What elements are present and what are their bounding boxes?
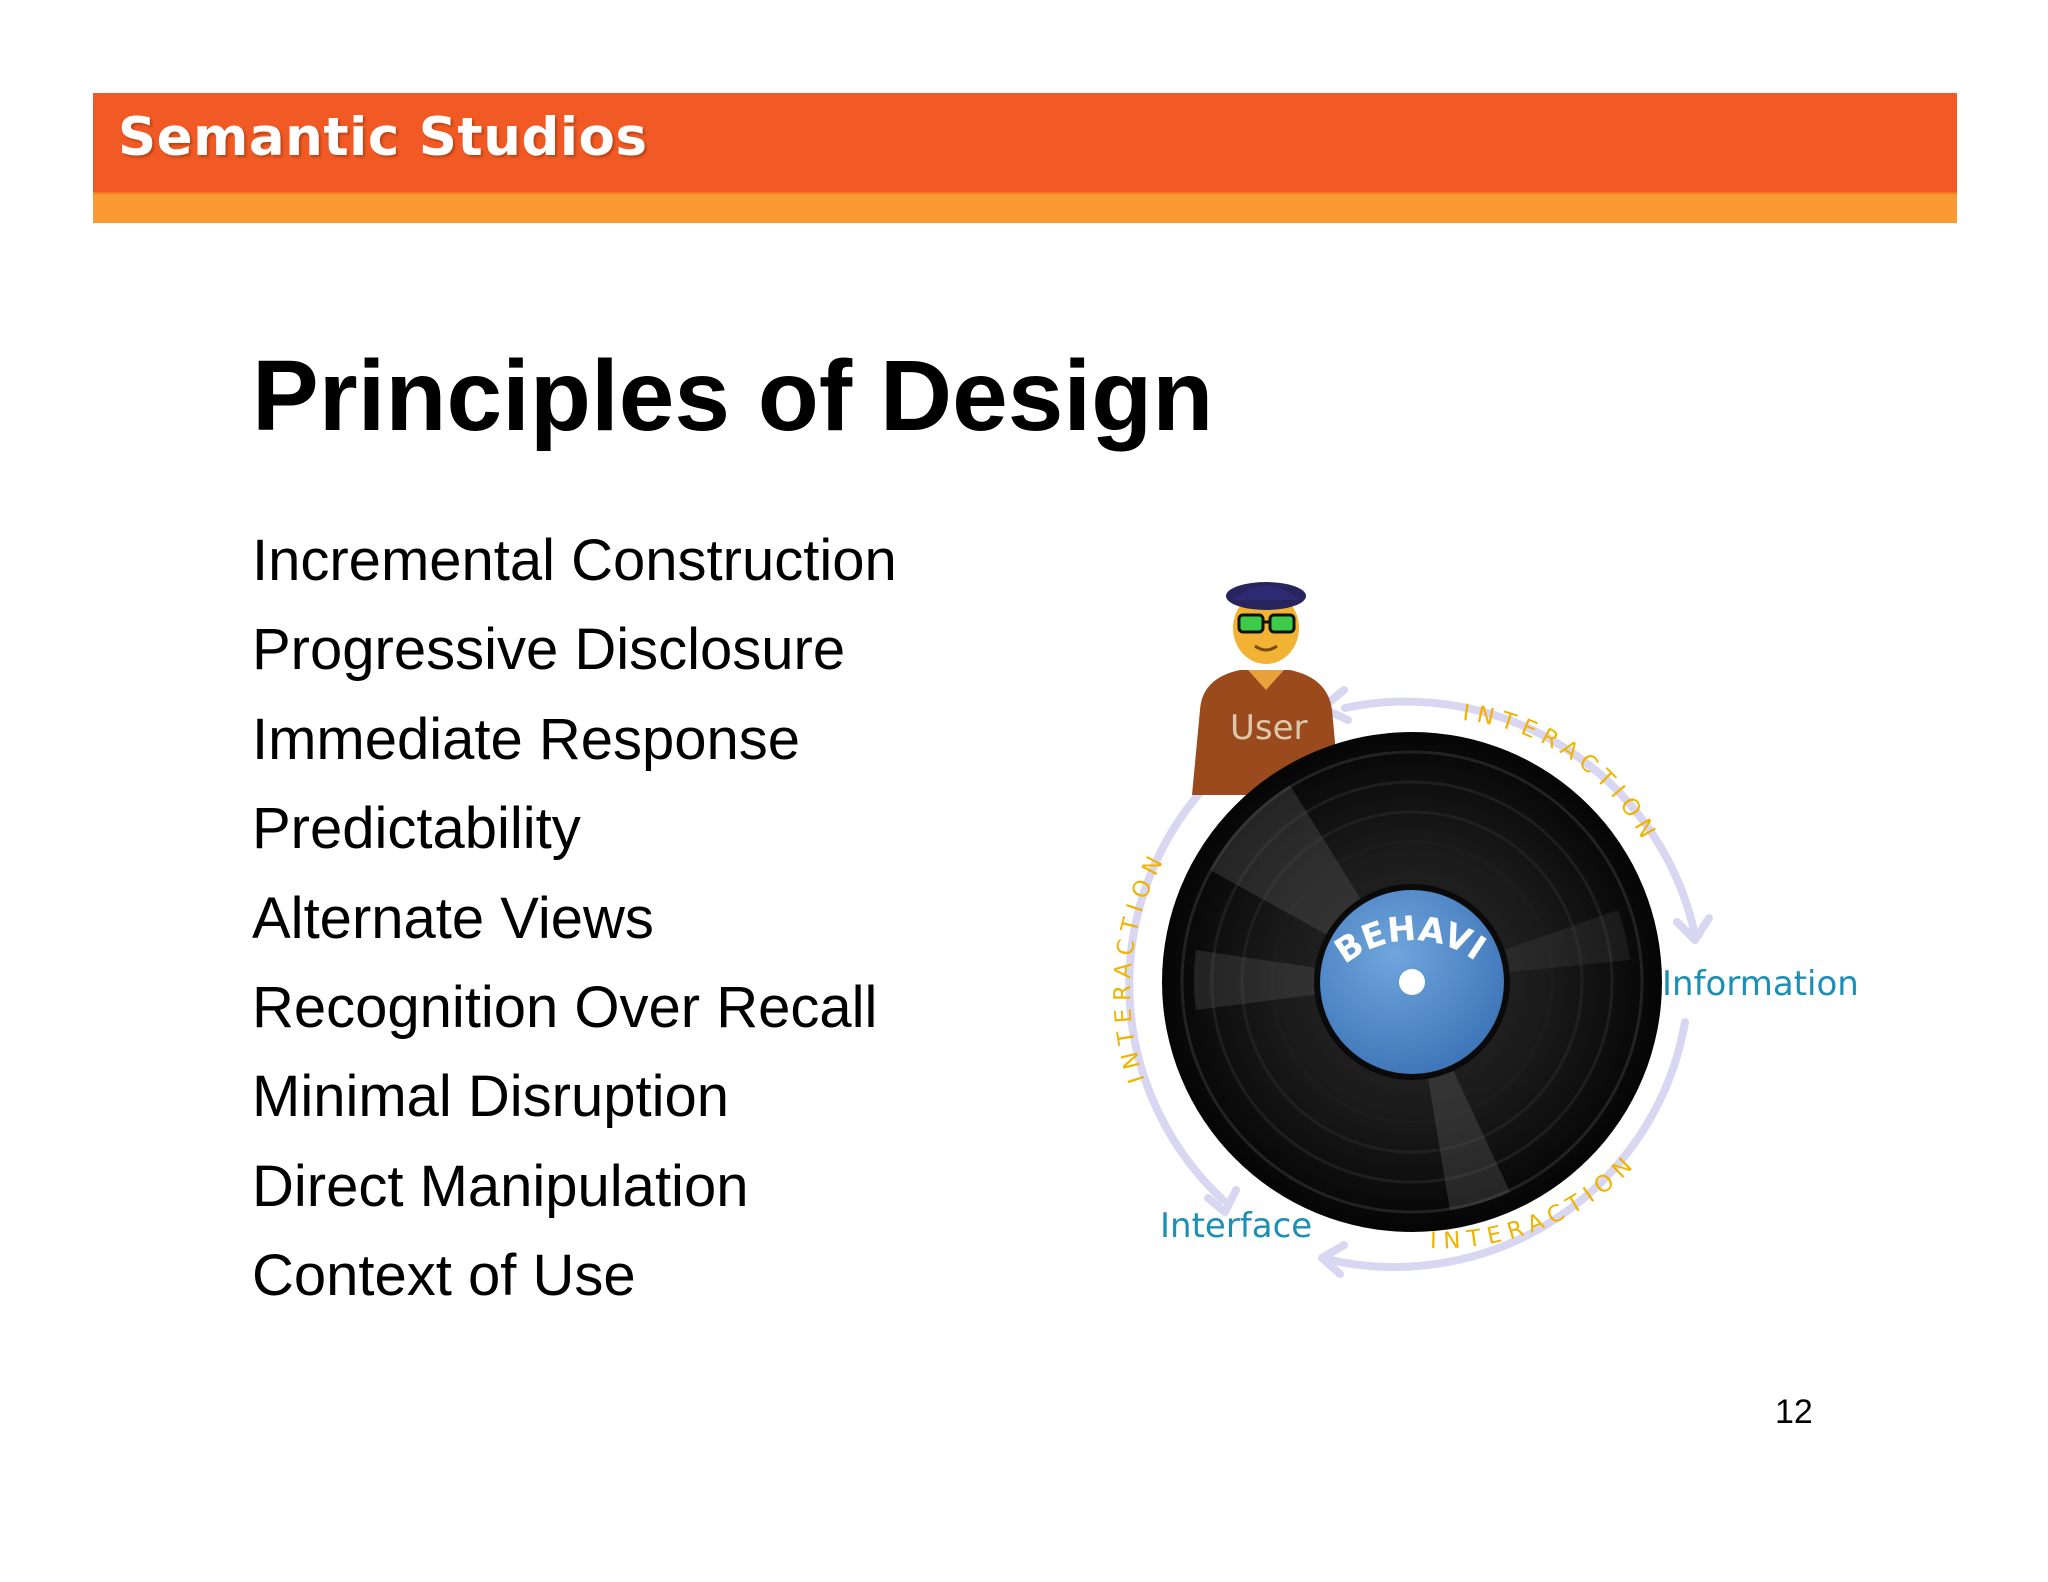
principle-item: Recognition Over Recall bbox=[252, 974, 878, 1040]
diagram-graphic bbox=[1125, 582, 1713, 1278]
principle-item: Alternate Views bbox=[252, 885, 654, 951]
arrowhead-information bbox=[1673, 914, 1713, 944]
arrow-interface-to-user bbox=[1125, 761, 1231, 1204]
interface-node-label: Interface bbox=[1160, 1206, 1313, 1246]
interaction-cycle-arrows bbox=[1125, 697, 1699, 1271]
header-banner: Semantic Studios bbox=[93, 93, 1957, 225]
principle-item: Immediate Response bbox=[252, 706, 801, 772]
vinyl-record-icon bbox=[1162, 732, 1662, 1232]
interaction-label-right: INTERACTION bbox=[1461, 700, 1663, 849]
interaction-label-bottom: INTERACTION bbox=[1430, 1148, 1643, 1254]
brand-title: Semantic Studios bbox=[118, 107, 648, 168]
interaction-label-left: INTERACTION bbox=[1110, 846, 1172, 1086]
principle-item: Direct Manipulation bbox=[252, 1153, 749, 1219]
principle-item: Predictability bbox=[252, 796, 581, 862]
information-node-label: Information bbox=[1662, 964, 1859, 1004]
arrowhead-interface-top bbox=[1204, 1186, 1240, 1216]
principle-item: Progressive Disclosure bbox=[252, 617, 846, 683]
diagram-text-layer: INTERACTION INTERACTION INTERACTION BEHA… bbox=[1100, 580, 1663, 1254]
arrowhead-interface bbox=[1318, 1241, 1348, 1278]
principle-item: Minimal Disruption bbox=[252, 1064, 730, 1130]
arrow-user-to-information bbox=[1341, 697, 1699, 939]
principles-list: Incremental Construction Progressive Dis… bbox=[252, 525, 897, 1330]
user-node-label: User bbox=[1230, 708, 1308, 748]
banner-primary-stripe bbox=[93, 93, 1957, 192]
arrow-information-to-interface bbox=[1318, 1018, 1689, 1271]
banner-secondary-stripe bbox=[93, 192, 1957, 223]
principle-item: Incremental Construction bbox=[252, 528, 897, 593]
page-title: Principles of Design bbox=[252, 340, 1214, 452]
behavior-label: BEHAVIOR bbox=[1100, 580, 1493, 972]
principle-item: Context of Use bbox=[252, 1243, 636, 1309]
behavior-interaction-diagram: INTERACTION INTERACTION INTERACTION BEHA… bbox=[1100, 580, 1880, 1300]
page-number: 12 bbox=[1775, 1393, 1813, 1431]
